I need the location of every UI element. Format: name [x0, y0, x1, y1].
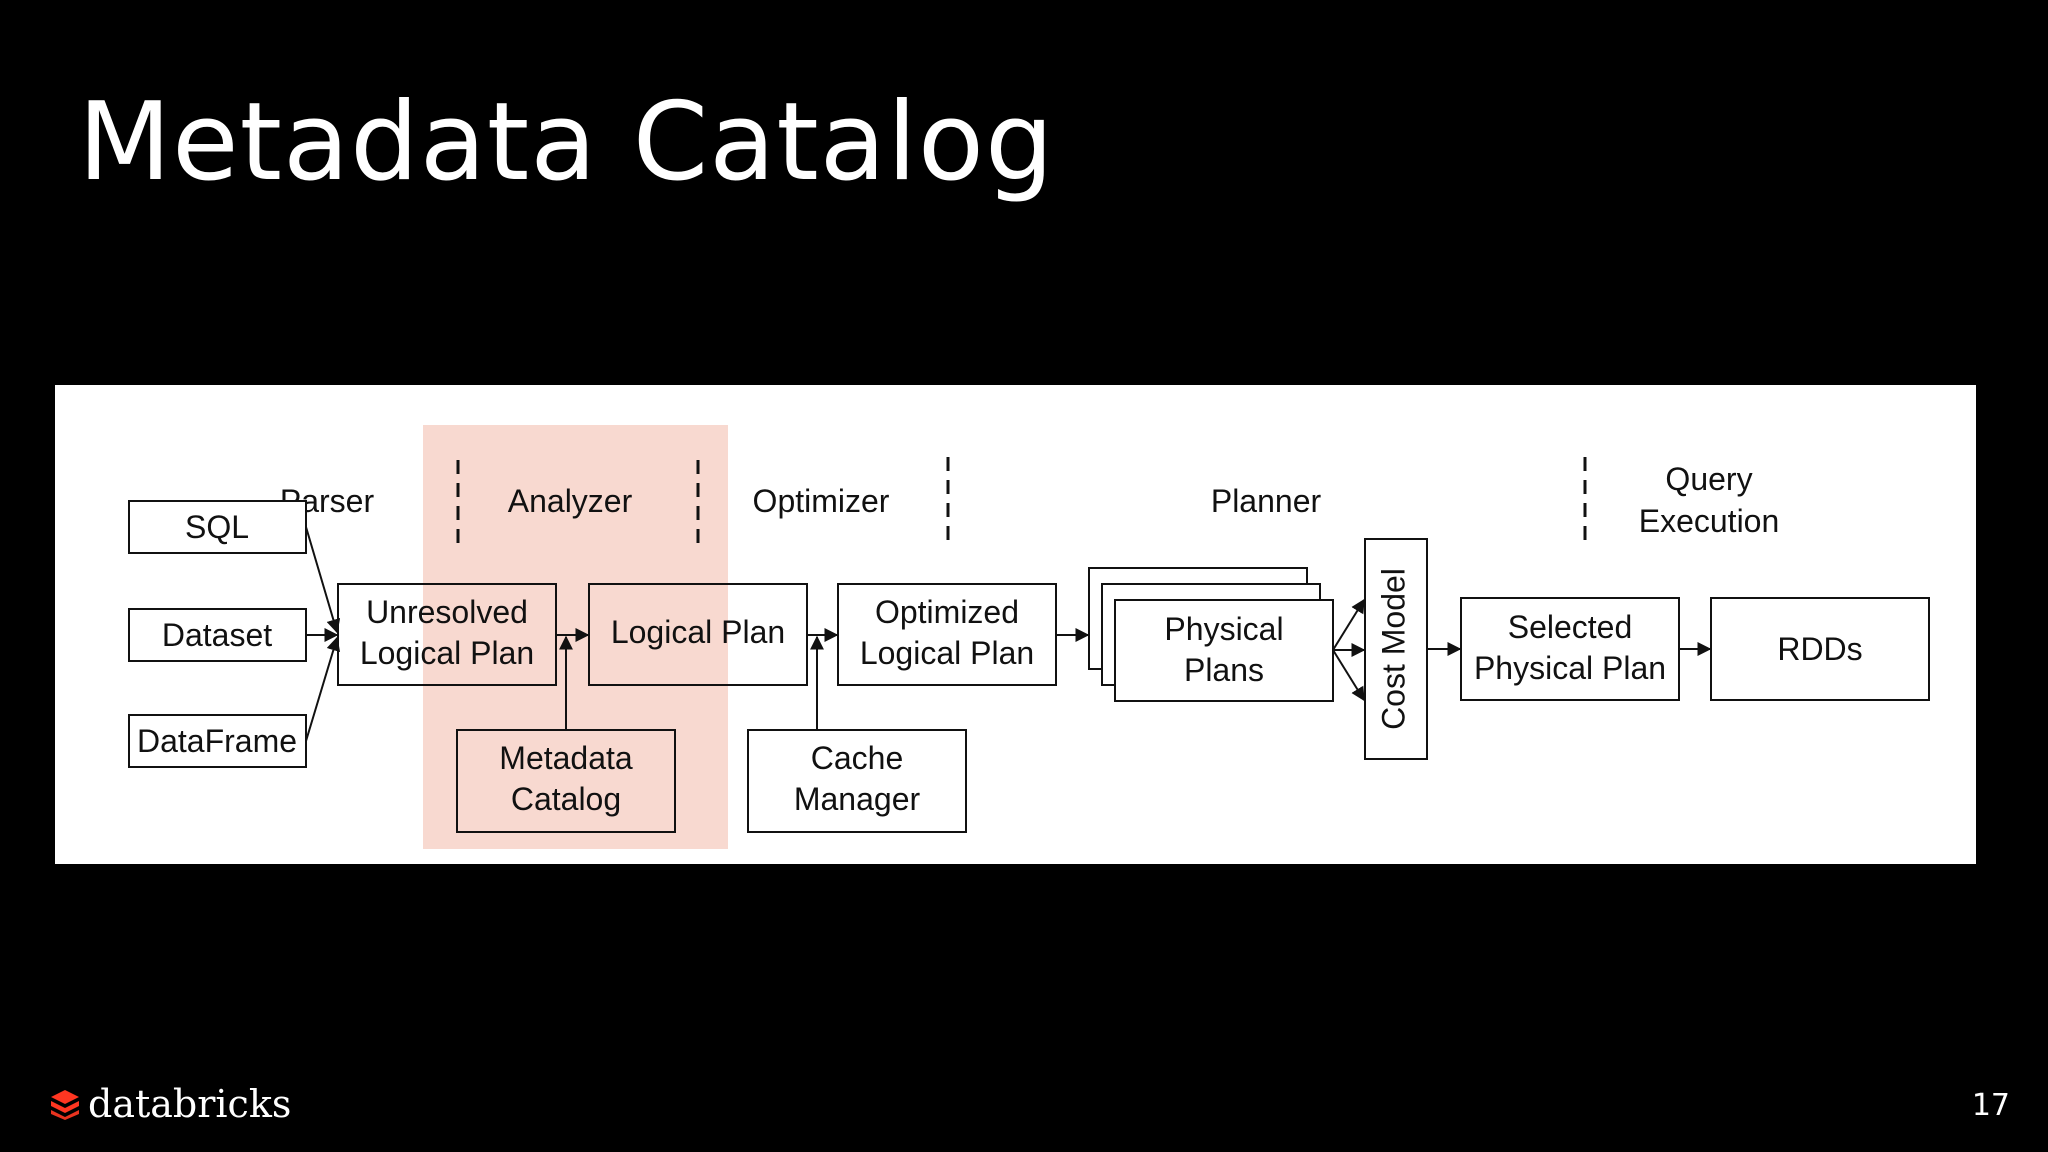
input-dataset-box: [128, 608, 307, 662]
brand-name: databricks: [88, 1082, 292, 1126]
phase-dividers: [456, 457, 1587, 545]
unresolved-label-2: Logical Plan: [360, 635, 534, 671]
unresolved-label-1: Unresolved: [366, 594, 528, 630]
flow-arrows: [305, 526, 1712, 742]
cache-manager-box: [747, 729, 967, 833]
optimized-label-1: Optimized: [875, 594, 1019, 630]
cost-model-label: Cost Model: [1375, 568, 1411, 730]
databricks-logo-icon: [51, 1090, 79, 1120]
input-dataframe-label: DataFrame: [137, 723, 297, 759]
input-sql-label: SQL: [185, 509, 249, 545]
physical-label-1: Physical: [1164, 611, 1283, 647]
metadata-label-2: Catalog: [511, 781, 621, 817]
cache-label-2: Manager: [794, 781, 921, 817]
page-number: 17: [1971, 1088, 2010, 1123]
slide-title: Metadata Catalog: [78, 80, 1055, 205]
physical-plans-box: [1114, 599, 1334, 702]
phase-query-line1: Query: [1665, 461, 1752, 497]
phase-optimizer: Optimizer: [753, 483, 890, 519]
logical-plan-label: Logical Plan: [611, 614, 785, 650]
physical-label-2: Plans: [1184, 652, 1264, 688]
cache-label-1: Cache: [811, 740, 904, 776]
architecture-diagram: Parser Analyzer Optimizer Planner Query …: [55, 385, 1976, 864]
databricks-logo: databricks: [48, 1082, 291, 1126]
phase-planner: Planner: [1211, 483, 1322, 519]
phase-query-line2: Execution: [1639, 503, 1780, 539]
input-dataframe-box: [128, 714, 307, 768]
rdds-box: [1710, 597, 1930, 701]
phase-analyzer: Analyzer: [508, 483, 633, 519]
selected-label-1: Selected: [1508, 609, 1633, 645]
input-dataset-label: Dataset: [162, 617, 272, 653]
optimized-label-2: Logical Plan: [860, 635, 1034, 671]
selected-label-2: Physical Plan: [1474, 650, 1666, 686]
rdds-label: RDDs: [1777, 631, 1862, 667]
input-sql-box: [128, 500, 307, 554]
selected-plan-box: [1460, 597, 1680, 701]
metadata-label-1: Metadata: [499, 740, 633, 776]
cost-model-box: [1364, 538, 1428, 760]
